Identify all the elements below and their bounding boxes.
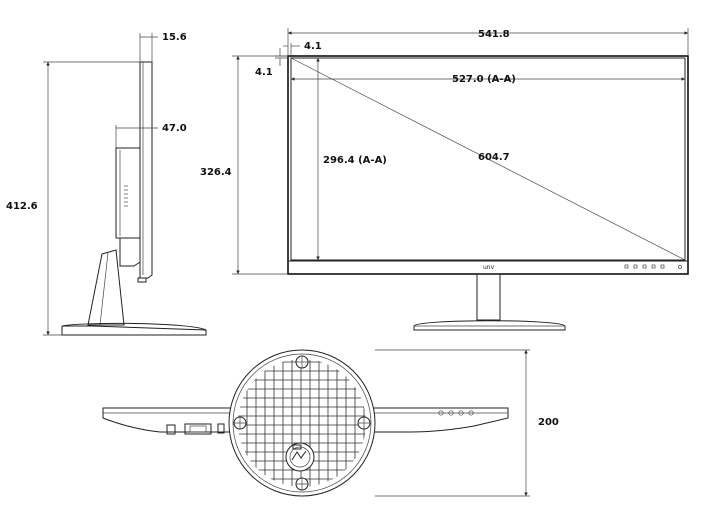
side-dimensions: [43, 33, 158, 336]
side-depth-label: 15.6: [162, 32, 187, 43]
top-buttons: [438, 410, 474, 416]
screen-height-label: 326.4: [200, 167, 232, 178]
brand-logo: unv: [483, 264, 495, 271]
bezel-side-label: 4.1: [255, 67, 273, 78]
diagonal-label: 604.7: [478, 152, 510, 163]
active-height-label: 296.4 (A-A): [323, 155, 387, 166]
top-dimensions: [375, 349, 530, 497]
active-width-label: 527.0 (A-A): [452, 74, 516, 85]
front-view: unv: [287, 55, 689, 331]
side-view: [61, 61, 207, 336]
front-dimensions: [232, 28, 689, 275]
stand-depth-label: 200: [538, 417, 559, 428]
total-height-label: 412.6: [6, 201, 38, 212]
front-buttons: [624, 264, 682, 269]
top-view: [102, 349, 509, 497]
base-screw-holes: [233, 355, 371, 491]
side-body-depth-label: 47.0: [162, 123, 187, 134]
total-width-label: 541.8: [478, 29, 510, 40]
bezel-top-label: 4.1: [304, 41, 322, 52]
